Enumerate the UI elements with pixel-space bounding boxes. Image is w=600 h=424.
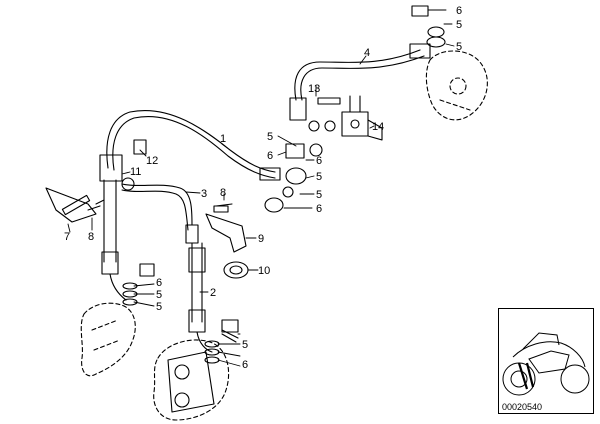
callout-5a: 5 [456,19,462,31]
callout-6a: 6 [456,5,462,17]
brake-line-3 [121,183,199,244]
callout-10: 10 [258,265,270,277]
callout-5g: 5 [156,301,162,313]
callout-7: 7 [64,231,70,243]
leader-lines [67,9,455,367]
hose-left [101,179,127,301]
callout-11: 11 [130,166,141,178]
master-cylinder [425,50,488,121]
callout-12: 12 [146,155,158,167]
fittings [61,5,446,333]
left-caliper [80,302,136,377]
callout-5h: 5 [242,339,248,351]
distributor-block [341,95,383,141]
right-caliper [153,339,230,421]
callout-8a: 8 [88,231,94,243]
callout-5b: 5 [456,41,462,53]
bolt-groups [87,199,239,364]
callout-5f: 5 [156,289,162,301]
brake-line-1 [99,110,281,182]
callout-5e: 5 [316,189,322,201]
callout-4: 4 [364,47,370,59]
grommet-10 [223,261,249,279]
callout-3: 3 [201,188,207,200]
bracket-9 [205,213,247,253]
callout-1: 1 [220,133,226,145]
brake-line-4 [289,43,431,121]
callout-6d: 6 [316,203,322,215]
motorcycle-icon [502,332,590,396]
callout-6e: 6 [156,277,162,289]
callout-6f: 6 [242,359,248,371]
callout-2: 2 [210,287,216,299]
callout-5d: 5 [316,171,322,183]
callout-8b: 8 [220,187,226,199]
callout-6b: 6 [267,150,273,162]
callout-14: 14 [372,121,384,133]
callout-6c: 6 [316,155,322,167]
callout-5c: 5 [267,131,273,143]
bracket-7 [45,187,97,223]
callout-9: 9 [258,233,264,245]
hose-2 [188,242,213,353]
inset-thumbnail [498,308,594,414]
callout-13: 13 [308,83,320,95]
inset-code: 00020540 [500,402,545,412]
callouts: 1 2 3 4 5 5 5 5 5 5 5 5 6 6 6 6 6 6 7 8 … [64,5,462,371]
